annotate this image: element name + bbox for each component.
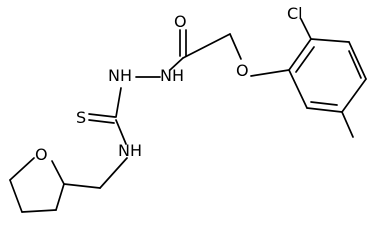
atom-cl: Cl bbox=[287, 4, 303, 23]
bond-oether-ring bbox=[250, 69, 290, 77]
bond-carbonyl-ch2 bbox=[182, 33, 231, 59]
bond-thf-o-c5 bbox=[9, 157, 35, 181]
atom-o-ring: O bbox=[35, 145, 48, 164]
bond-ring-c3-c4 bbox=[348, 41, 367, 80]
atom-labels: Cl O NH NH S NH O O bbox=[35, 4, 303, 164]
bond-thf-c4-c3 bbox=[21, 209, 57, 213]
bond-ring-inner-a bbox=[295, 46, 315, 73]
atom-o-carbonyl: O bbox=[174, 12, 187, 31]
bond-carbonyl-nh bbox=[169, 57, 184, 71]
bond-ring-c6-c1 bbox=[288, 69, 308, 109]
bond-ring-inner-b bbox=[348, 50, 362, 79]
bond-cs-double-b bbox=[88, 119, 115, 124]
atom-nh-a: NH bbox=[160, 66, 184, 85]
bond-ring-cl bbox=[300, 18, 312, 40]
atom-nh-c: NH bbox=[118, 141, 142, 160]
bond-ring-c2-c3 bbox=[310, 38, 350, 43]
chemical-structure: Cl O NH NH S NH O O bbox=[9, 4, 367, 213]
bond-ch2-oether bbox=[229, 33, 242, 60]
atom-nh-b: NH bbox=[108, 66, 132, 85]
bond-thf-c2-o bbox=[51, 160, 65, 185]
bond-ring-inner-c bbox=[310, 101, 338, 106]
bond-nh-ch2 bbox=[99, 157, 128, 189]
bond-ring-methyl bbox=[341, 111, 354, 138]
bond-thf-c5-c4 bbox=[9, 179, 23, 213]
bond-cs-double-a bbox=[88, 113, 116, 118]
atom-o-ether: O bbox=[236, 61, 249, 80]
atom-s: S bbox=[76, 108, 86, 127]
bond-nh-thiocarbonyl bbox=[115, 87, 122, 118]
bond-ring-c5-c6 bbox=[306, 107, 343, 113]
bond-thf-c3-c2 bbox=[55, 183, 65, 211]
bond-ring-c4-c5 bbox=[341, 78, 367, 113]
bond-ring-c1-c2 bbox=[288, 38, 312, 71]
bonds bbox=[9, 18, 367, 213]
bond-ch2-thf bbox=[63, 183, 101, 189]
bond-thiocarbonyl-nh bbox=[115, 119, 127, 145]
